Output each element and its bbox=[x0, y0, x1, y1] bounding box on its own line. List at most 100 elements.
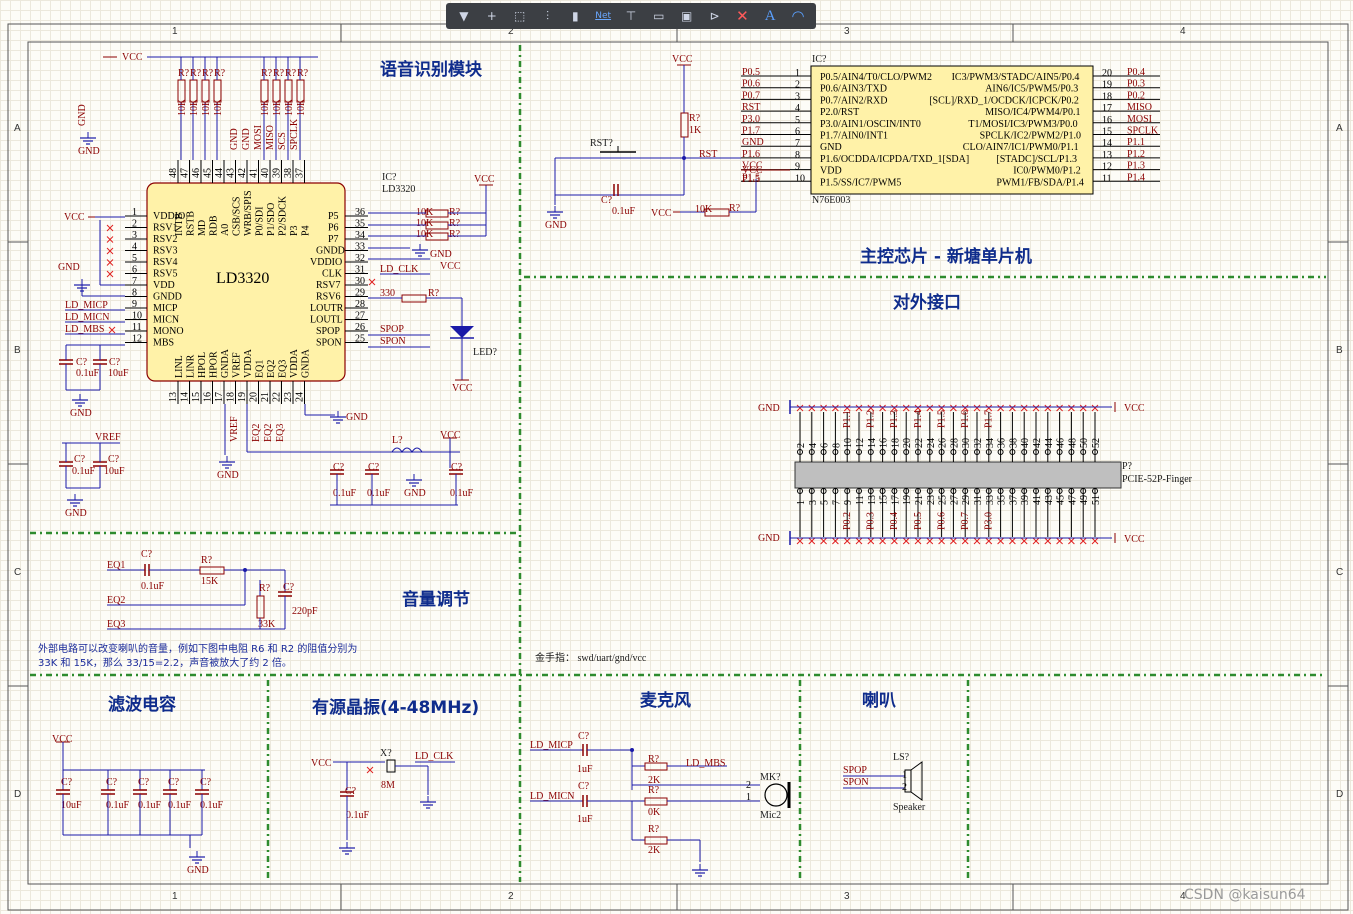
speaker-part: Speaker bbox=[893, 802, 926, 813]
connector-pin-number: 25 bbox=[938, 495, 949, 505]
res-value: 10K bbox=[416, 218, 434, 229]
no-erc-icon[interactable]: ✕ bbox=[736, 7, 749, 25]
text-icon[interactable]: A bbox=[764, 7, 776, 24]
pin-number: 42 bbox=[237, 168, 248, 178]
pin-name: P0.7/AIN2/RXD bbox=[820, 95, 888, 106]
pin-number: 10 bbox=[795, 173, 805, 184]
connector-pad bbox=[950, 449, 957, 455]
gnd-label: GND bbox=[545, 220, 567, 231]
connector-pin-number: 6 bbox=[820, 443, 831, 448]
no-erc-icon bbox=[867, 537, 875, 545]
pin-number: 11 bbox=[1102, 173, 1112, 184]
connector-pad bbox=[1068, 488, 1075, 494]
net-label-ldmicn: LD_MICN bbox=[530, 791, 574, 802]
align-icon[interactable]: ⫶ bbox=[545, 8, 549, 23]
connector-pad bbox=[997, 488, 1004, 494]
connector-pin-number: 36 bbox=[997, 438, 1008, 448]
pin-number: 39 bbox=[272, 168, 283, 178]
connector-pin-number: 32 bbox=[973, 438, 984, 448]
cap-value: 0.1uF bbox=[72, 466, 96, 477]
arc-icon[interactable]: ◠ bbox=[791, 8, 805, 25]
connector-net-top: P1.7 bbox=[984, 410, 995, 428]
no-erc-icon bbox=[1032, 404, 1040, 412]
sheet-symbol-icon[interactable]: ▣ bbox=[681, 9, 693, 23]
connector-pin-number: 15 bbox=[879, 495, 890, 505]
pin-number: 21 bbox=[260, 392, 271, 402]
pin-name: P1/SDO bbox=[266, 203, 277, 236]
connector-pad bbox=[903, 449, 910, 455]
no-erc-icon bbox=[106, 236, 114, 243]
pin-name: RSV7 bbox=[316, 280, 340, 291]
connector-pad bbox=[797, 488, 803, 494]
pin-number: 40 bbox=[260, 168, 271, 178]
connector-pad bbox=[950, 488, 957, 494]
pin-name: VDDIO bbox=[310, 257, 342, 268]
res-value: 10K bbox=[201, 98, 212, 116]
pin-number: 12 bbox=[132, 334, 142, 345]
filter-icon[interactable]: ▼ bbox=[459, 9, 469, 23]
pin-name: GNDD bbox=[153, 292, 182, 303]
sheet-border-inner bbox=[27, 41, 1329, 885]
no-erc-icon bbox=[879, 404, 886, 412]
section-title-speaker: 喇叭 bbox=[862, 690, 896, 711]
bus-icon[interactable]: ▭ bbox=[653, 9, 665, 23]
cap-label: C? bbox=[368, 462, 380, 473]
net-label-mcu-left: P0.5 bbox=[742, 67, 760, 78]
pin-name: RSV2 bbox=[153, 234, 177, 245]
net-label-eq1: EQ1 bbox=[107, 560, 125, 571]
connector-pin-number: 52 bbox=[1091, 438, 1102, 448]
connector-net-bottom: P0.2 bbox=[842, 512, 853, 530]
pin-number: 37 bbox=[295, 168, 306, 178]
pin-number: 11 bbox=[132, 322, 142, 333]
net-label-left: LD_MICP bbox=[65, 300, 108, 311]
connector-pad bbox=[808, 449, 815, 455]
gnd-label: GND bbox=[346, 412, 368, 423]
cap-label: C? bbox=[578, 731, 590, 742]
net-label-icon[interactable]: Net bbox=[595, 11, 612, 21]
pin-name: A0 bbox=[220, 224, 231, 236]
crosshair-icon[interactable]: + bbox=[486, 9, 497, 23]
pin-name: IC3/PWM3/STADC/AIN5/P0.4 bbox=[952, 72, 1080, 83]
pin-name: MICP bbox=[153, 303, 178, 314]
pin-name: P2/SDCK bbox=[278, 195, 289, 236]
mic-part: Mic2 bbox=[760, 810, 781, 821]
pin-name: RSV5 bbox=[153, 269, 177, 280]
top-net-label: SCS bbox=[277, 132, 288, 150]
select-rect-icon[interactable]: ⬚ bbox=[513, 9, 526, 23]
vcc-label: VCC bbox=[742, 165, 763, 176]
no-erc-icon bbox=[997, 537, 1004, 545]
cap-value: 10uF bbox=[104, 466, 125, 477]
pin-number: 48 bbox=[168, 168, 179, 178]
mic-label: MK? bbox=[760, 772, 781, 783]
port-icon[interactable]: ⊳ bbox=[709, 9, 720, 23]
power-port-icon[interactable]: ⊤ bbox=[625, 9, 637, 23]
pin-name: GNDD bbox=[316, 246, 345, 257]
pin-number: 33 bbox=[355, 242, 365, 253]
no-erc-icon bbox=[1056, 404, 1063, 412]
connector-net-top: P1.6 bbox=[960, 410, 971, 428]
vcc-label: VCC bbox=[311, 758, 332, 769]
no-erc-icon bbox=[926, 537, 934, 545]
connector-pad bbox=[926, 449, 933, 455]
connector-pin-number: 27 bbox=[949, 495, 960, 505]
pullup-resistor bbox=[260, 79, 269, 103]
vcc-label: VCC bbox=[122, 52, 143, 63]
res-label: R? bbox=[261, 68, 273, 79]
net-label-mcu-right: MISO bbox=[1127, 102, 1152, 113]
res-label: R? bbox=[648, 754, 660, 765]
pin-name: MD bbox=[197, 220, 208, 236]
no-erc-icon bbox=[808, 404, 816, 412]
net-label-mcu-right: MOSI bbox=[1127, 114, 1152, 125]
cap-value: 0.1uF bbox=[106, 800, 130, 811]
res-label: R? bbox=[178, 68, 190, 79]
no-erc-icon bbox=[914, 537, 922, 545]
connector-pad bbox=[867, 449, 874, 455]
cap-label: C? bbox=[141, 549, 153, 560]
connector-pin-number: 11 bbox=[855, 495, 866, 505]
connector-pad bbox=[938, 449, 945, 455]
no-erc-icon bbox=[973, 537, 981, 545]
component-icon[interactable]: ▮ bbox=[571, 9, 579, 23]
no-erc-icon bbox=[902, 537, 910, 545]
